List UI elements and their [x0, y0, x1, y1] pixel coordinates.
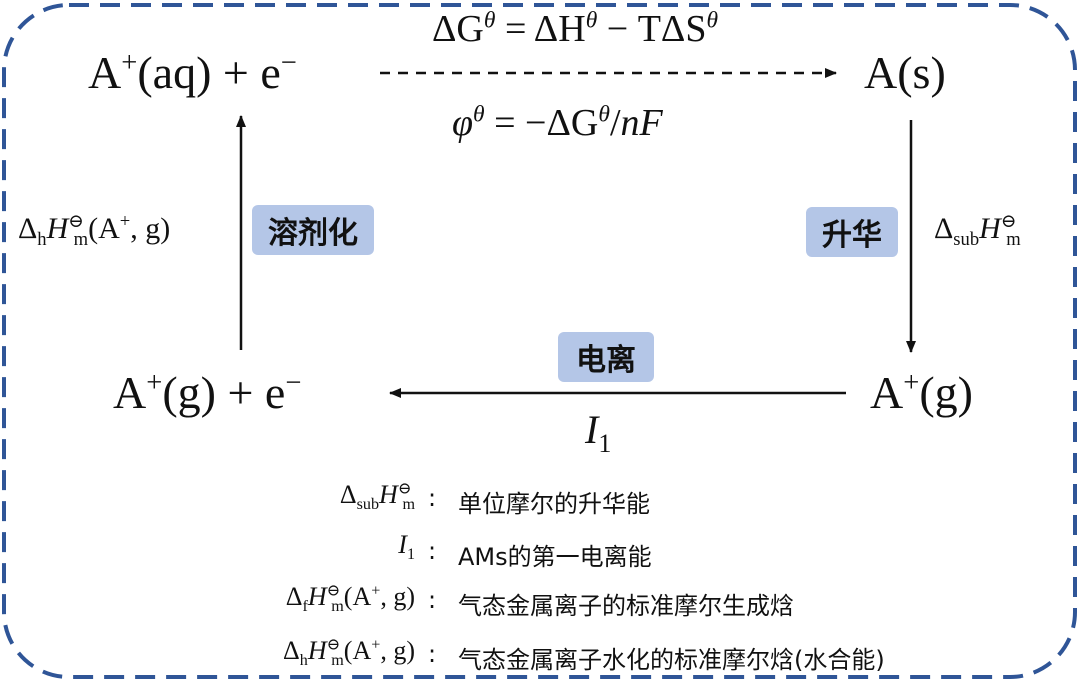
node-top-left: A+(aq) + e−	[88, 47, 297, 98]
legend-symbol-2: I1	[398, 530, 415, 564]
ionization-energy-symbol: I1	[585, 407, 612, 458]
legend-symbol-3: ΔfH⊖m(A+, g)	[285, 582, 415, 616]
legend-colon-3: :	[428, 586, 437, 614]
node-top-right: A(s)	[864, 47, 946, 98]
gibbs-formula: ΔGθ = ΔHθ − TΔSθ	[432, 7, 719, 50]
legend-colon-4: :	[428, 640, 437, 668]
solvation-enthalpy-symbol: ΔhH⊖m(A+, g)	[18, 211, 171, 250]
legend-desc-3: 气态金属离子的标准摩尔生成焓	[458, 592, 794, 620]
legend-symbol-1: ΔsubH⊖m	[339, 480, 415, 514]
legend-desc-4: 气态金属离子水化的标准摩尔焓(水合能)	[458, 646, 885, 674]
legend-symbol-4: ΔhH⊖m(A+, g)	[283, 636, 415, 670]
dashed-frame	[2, 3, 1077, 679]
sublimation-enthalpy-symbol: ΔsubH⊖m	[934, 211, 1021, 250]
sublimation-badge: 升华	[806, 207, 898, 257]
node-bottom-right: A+(g)	[870, 367, 973, 418]
ionization-badge: 电离	[558, 332, 654, 382]
node-bottom-left: A+(g) + e−	[113, 367, 302, 418]
legend-desc-1: 单位摩尔的升华能	[458, 490, 650, 518]
legend-colon-1: :	[428, 484, 437, 512]
legend-colon-2: :	[428, 537, 437, 565]
solvation-badge: 溶剂化	[252, 205, 374, 255]
potential-formula: φθ = −ΔGθ/nF	[452, 101, 663, 144]
legend-desc-2: AMs的第一电离能	[458, 543, 652, 571]
